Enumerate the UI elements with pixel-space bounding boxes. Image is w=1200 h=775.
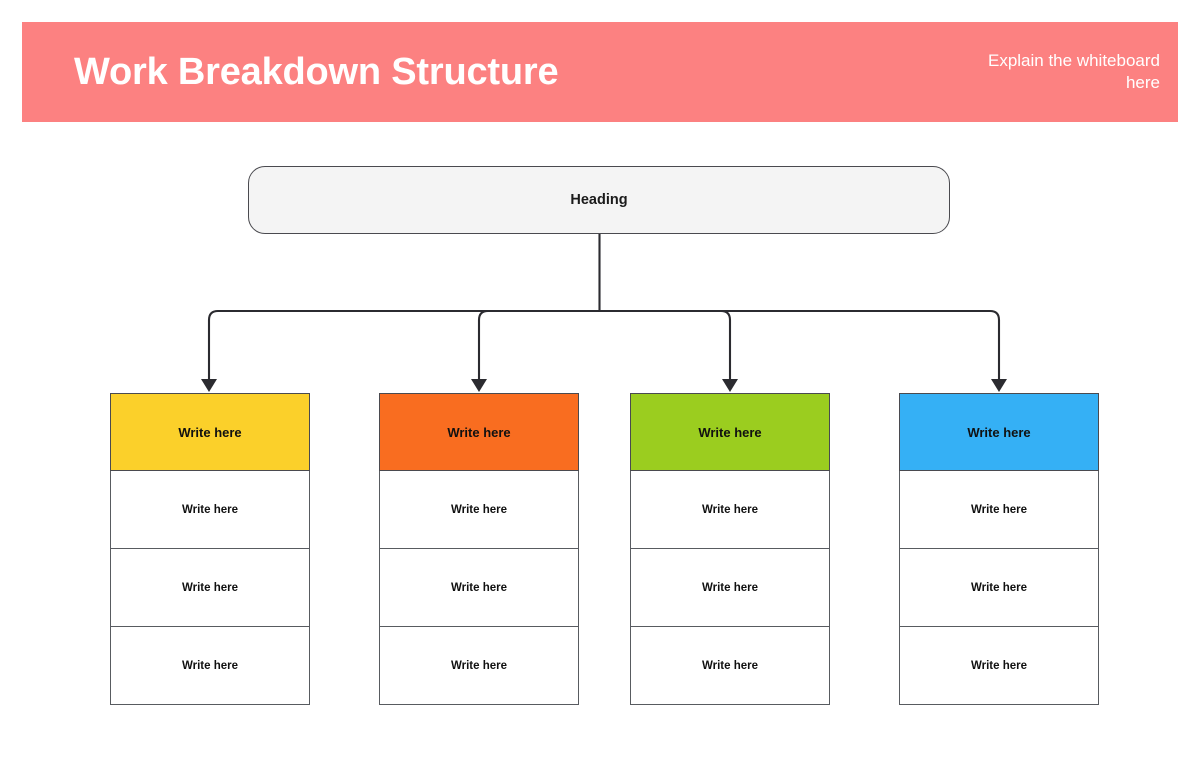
- page-title: Work Breakdown Structure: [74, 50, 559, 93]
- arrowhead-branch-1: [201, 379, 217, 392]
- connector-branch-1: [207, 309, 601, 383]
- branch-cell-label: Write here: [181, 581, 239, 594]
- branch-header-1[interactable]: Write here: [110, 393, 310, 471]
- branch-cell-label: Write here: [701, 503, 759, 516]
- connector-arrowheads: [201, 379, 1007, 392]
- branch-cell[interactable]: Write here: [110, 471, 310, 549]
- branch-header-label: Write here: [447, 424, 511, 440]
- branch-header-3[interactable]: Write here: [630, 393, 830, 471]
- root-heading-node[interactable]: Heading: [248, 166, 950, 234]
- branch-cell[interactable]: Write here: [379, 471, 579, 549]
- branch-cell[interactable]: Write here: [110, 549, 310, 627]
- branch-cell[interactable]: Write here: [899, 549, 1099, 627]
- branch-cell[interactable]: Write here: [899, 471, 1099, 549]
- branch-header-4[interactable]: Write here: [899, 393, 1099, 471]
- branch-header-label: Write here: [178, 424, 242, 440]
- branch-cell-label: Write here: [970, 659, 1028, 672]
- branch-cell-label: Write here: [970, 581, 1028, 594]
- branch-header-label: Write here: [967, 424, 1031, 440]
- branch-cell[interactable]: Write here: [630, 471, 830, 549]
- arrowhead-branch-4: [991, 379, 1007, 392]
- branch-column-2: Write here Write here Write here Write h…: [379, 393, 579, 705]
- branch-cell[interactable]: Write here: [110, 627, 310, 705]
- branch-cell-label: Write here: [181, 503, 239, 516]
- branch-column-3: Write here Write here Write here Write h…: [630, 393, 830, 705]
- branch-cell-label: Write here: [970, 503, 1028, 516]
- branch-cell-label: Write here: [701, 659, 759, 672]
- branch-cell-label: Write here: [450, 659, 508, 672]
- branch-cell-label: Write here: [450, 503, 508, 516]
- root-heading-label: Heading: [570, 192, 628, 208]
- branch-cell[interactable]: Write here: [630, 627, 830, 705]
- branch-header-2[interactable]: Write here: [379, 393, 579, 471]
- branch-cell-label: Write here: [701, 581, 759, 594]
- connector-branch-2: [477, 309, 601, 383]
- branch-cell[interactable]: Write here: [379, 627, 579, 705]
- arrowhead-branch-3: [722, 379, 738, 392]
- branch-cell-label: Write here: [450, 581, 508, 594]
- connector-branch-3: [598, 309, 732, 383]
- connector-branch-4: [598, 309, 1001, 383]
- branch-cell[interactable]: Write here: [899, 627, 1099, 705]
- branch-column-4: Write here Write here Write here Write h…: [899, 393, 1099, 705]
- header-banner: Work Breakdown Structure Explain the whi…: [22, 22, 1178, 122]
- branch-cell[interactable]: Write here: [379, 549, 579, 627]
- branch-header-label: Write here: [698, 424, 762, 440]
- branch-column-1: Write here Write here Write here Write h…: [110, 393, 310, 705]
- branch-cell-label: Write here: [181, 659, 239, 672]
- header-note: Explain the whiteboard here: [987, 51, 1160, 92]
- branch-cell[interactable]: Write here: [630, 549, 830, 627]
- arrowhead-branch-2: [471, 379, 487, 392]
